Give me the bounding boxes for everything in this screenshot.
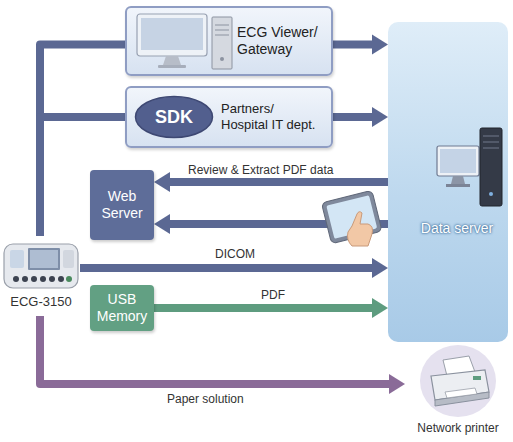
arrow-head xyxy=(154,214,170,234)
node-text: Data server xyxy=(388,220,508,236)
node-text: SDK xyxy=(155,107,193,128)
ecg-device-illustration xyxy=(2,236,80,292)
partner-box: Partners/ Hospital IT dept. SDK xyxy=(125,86,333,148)
connector-line xyxy=(168,178,388,186)
connector xyxy=(333,35,388,55)
arrow-head xyxy=(372,258,388,278)
edge-label: Review & Extract PDF data xyxy=(186,163,335,177)
data-server-panel: Data server xyxy=(388,22,508,342)
edge-label: DICOM xyxy=(213,247,257,261)
node-text: Web Server xyxy=(93,188,151,222)
workstation-illustration xyxy=(135,11,235,71)
printer-illustration xyxy=(405,342,511,420)
web-server-box: Web Server xyxy=(90,170,154,240)
arrow-head xyxy=(372,298,388,318)
arrow-head xyxy=(154,172,170,192)
node-text: ECG Viewer/ Gateway xyxy=(237,24,329,58)
node-text: Network printer xyxy=(405,421,511,435)
usb-memory-box: USB Memory xyxy=(90,285,154,331)
node-text: USB Memory xyxy=(93,291,151,325)
sdk-ellipse-node: SDK xyxy=(134,95,214,139)
connector-line xyxy=(80,264,374,272)
gateway-box: ECG Viewer/ Gateway xyxy=(125,6,333,76)
connector-line xyxy=(333,113,374,121)
connector-line xyxy=(333,41,374,49)
arrow-head xyxy=(372,35,388,55)
arrow-head xyxy=(372,107,388,127)
node-text: Partners/ Hospital IT dept. xyxy=(221,101,323,133)
connector xyxy=(333,107,388,127)
arrow-head xyxy=(389,374,405,394)
connector xyxy=(154,298,388,318)
node-text: ECG-3150 xyxy=(2,294,80,310)
connector xyxy=(80,258,388,278)
edge-label: PDF xyxy=(259,288,287,302)
connector xyxy=(154,172,388,192)
server-illustration xyxy=(436,126,504,214)
printer-node: Network printer xyxy=(405,342,511,440)
ecg-device-node: ECG-3150 xyxy=(2,236,80,316)
edge-label: Paper solution xyxy=(165,392,246,406)
connector-line xyxy=(154,304,374,312)
